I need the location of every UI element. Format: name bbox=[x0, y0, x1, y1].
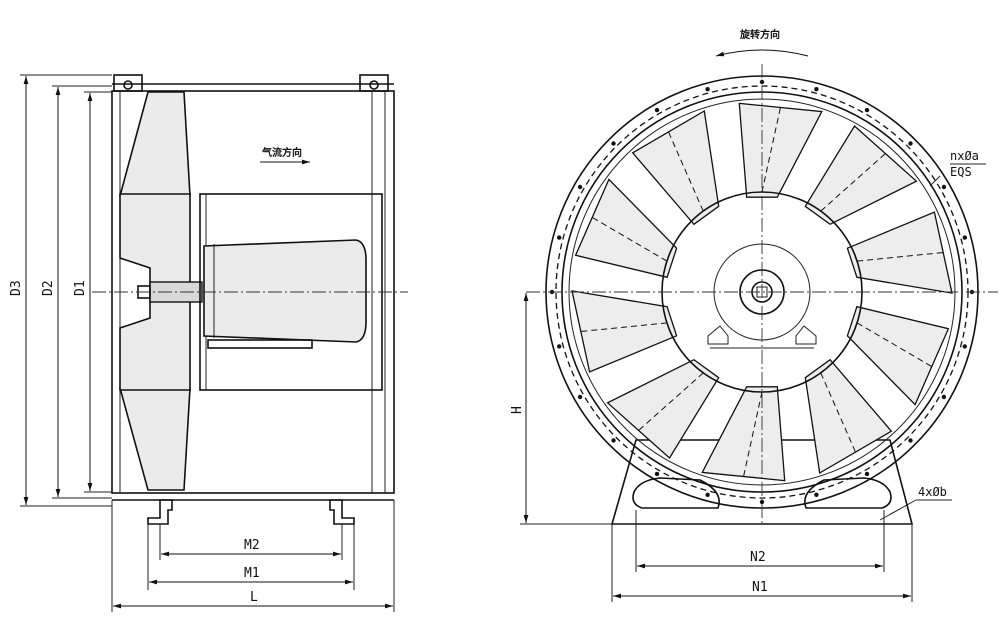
blade-edge-line bbox=[580, 322, 667, 333]
flange-hole bbox=[654, 107, 660, 113]
flange-hole bbox=[611, 141, 616, 146]
blade-edge-line bbox=[820, 372, 857, 453]
foot-left bbox=[147, 499, 173, 525]
dim-d1: D1 bbox=[73, 280, 88, 296]
dim-d2: D2 bbox=[41, 280, 56, 296]
flange-hole bbox=[941, 394, 947, 400]
flange-hole bbox=[941, 184, 947, 190]
impeller-blade bbox=[846, 305, 950, 406]
flange-hole bbox=[962, 344, 967, 349]
blade-upper bbox=[118, 91, 191, 197]
blade-edge-line bbox=[667, 131, 704, 212]
flange-hole bbox=[814, 87, 819, 92]
flange-hole bbox=[705, 87, 710, 92]
rotation-arrow bbox=[715, 49, 809, 57]
impeller-blade bbox=[701, 386, 786, 482]
blade-edge-line bbox=[761, 106, 782, 193]
dim-d3: D3 bbox=[9, 280, 24, 296]
side-view: 气流方向 D3 D2 D1 M2 M1 L bbox=[9, 74, 408, 612]
airflow-label: 气流方向 bbox=[261, 146, 302, 159]
lifting-lug-right bbox=[359, 74, 389, 92]
impeller-blade bbox=[804, 358, 893, 475]
rotation-label: 旋转方向 bbox=[739, 28, 780, 41]
flange-hole bbox=[557, 235, 562, 240]
impeller-blade bbox=[738, 102, 823, 198]
blade-edge-line bbox=[637, 372, 704, 432]
impeller-blades bbox=[571, 102, 953, 482]
foot-right bbox=[329, 499, 355, 525]
foot-hole-note: 4xØb bbox=[918, 485, 947, 499]
dim-n2: N2 bbox=[750, 550, 766, 565]
dim-h: H bbox=[510, 406, 525, 414]
foot-slot-right bbox=[804, 477, 892, 509]
dim-l: L bbox=[250, 590, 258, 605]
impeller-blade bbox=[571, 290, 678, 373]
impeller-blade bbox=[846, 211, 953, 294]
hole-note-2: EQS bbox=[950, 165, 972, 179]
flange-hole bbox=[557, 344, 562, 349]
flange-hole bbox=[908, 141, 913, 146]
base-stand bbox=[610, 439, 914, 525]
blade-edge-line bbox=[742, 391, 763, 478]
motor-body bbox=[203, 239, 367, 343]
hole-note-1: nxØa bbox=[950, 149, 979, 163]
flange-hole bbox=[864, 107, 870, 113]
blade-edge-line bbox=[856, 322, 933, 368]
blade-edge-line bbox=[857, 251, 944, 262]
front-view: 旋转方向 nxØa EQS 4xØb H N2 N1 bbox=[510, 28, 998, 602]
flange-hole bbox=[864, 471, 870, 477]
flange-hole bbox=[705, 492, 710, 497]
dim-m2: M2 bbox=[244, 538, 260, 553]
blade-edge-line bbox=[820, 152, 887, 212]
flange-hole bbox=[962, 235, 967, 240]
casing-outline bbox=[111, 90, 395, 494]
foot-slot-left bbox=[632, 477, 720, 509]
dim-n1: N1 bbox=[752, 580, 768, 595]
blade-lower bbox=[118, 387, 191, 491]
flange-hole bbox=[577, 394, 583, 400]
blade-edge-line bbox=[591, 216, 668, 262]
impeller-blade bbox=[574, 178, 678, 279]
flange-hole bbox=[654, 471, 660, 477]
flange-hole bbox=[577, 184, 583, 190]
flange-hole bbox=[611, 438, 616, 443]
flange-hole bbox=[759, 499, 765, 505]
flange-hole bbox=[814, 492, 819, 497]
dim-m1: M1 bbox=[244, 566, 260, 581]
impeller-blade bbox=[631, 109, 720, 226]
flange-hole bbox=[908, 438, 913, 443]
lifting-lug-left bbox=[113, 74, 143, 92]
motor-base bbox=[207, 339, 313, 349]
